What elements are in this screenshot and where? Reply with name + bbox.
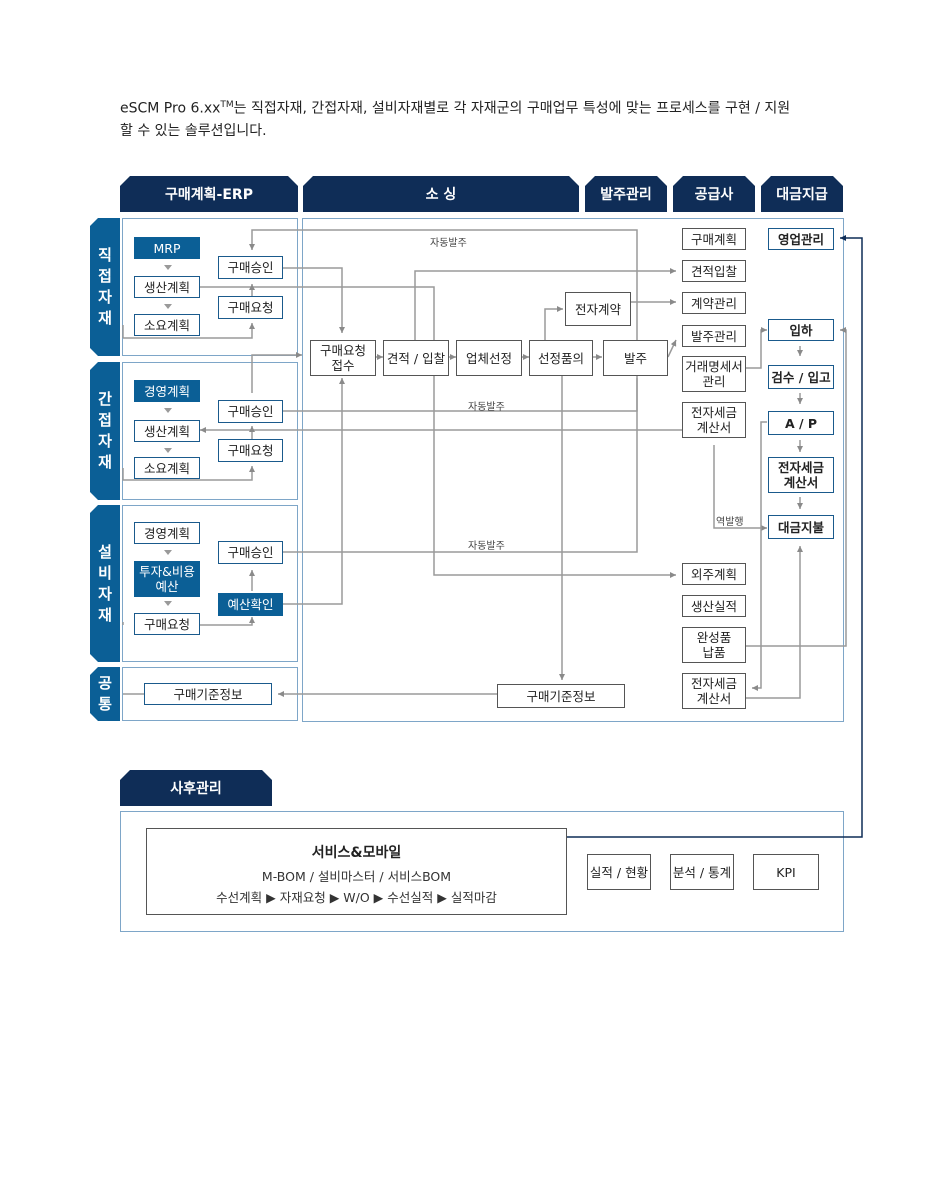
box-investment-budget: 투자&비용 예산 <box>134 561 200 597</box>
box-kpi: KPI <box>753 854 819 890</box>
panel-main <box>302 218 844 722</box>
label-auto-order-1: 자동발주 <box>430 238 467 249</box>
side-equipment: 설 비 자 재 <box>90 505 120 662</box>
aftercare-title: 서비스&모바일 <box>311 845 402 861</box>
box-results-status: 실적 / 현황 <box>587 854 651 890</box>
aftercare-line1: M-BOM / 설비마스터 / 서비스BOM <box>261 869 452 884</box>
side-direct: 직 접 자 재 <box>90 218 120 356</box>
intro-line1b: 는 직접자재, 간접자재, 설비자재별로 각 자재군의 구매업무 특성에 맞는 … <box>233 100 791 117</box>
aftercare-service-box <box>146 828 567 915</box>
header-order: 발주관리 <box>585 176 667 212</box>
box-equipment-management-plan: 경영계획 <box>134 522 200 544</box>
box-analysis-stats: 분석 / 통계 <box>670 854 734 890</box>
box-sales-management: 영업관리 <box>768 228 834 250</box>
box-supplier-outsourcing: 외주계획 <box>682 563 746 585</box>
box-request-receipt: 구매요청 접수 <box>310 340 376 376</box>
box-quote-bid: 견적 / 입찰 <box>383 340 449 376</box>
box-econtract: 전자계약 <box>565 292 631 326</box>
box-direct-request: 구매요청 <box>218 296 283 319</box>
side-common: 공 통 <box>90 667 120 721</box>
intro-line1a: eSCM Pro 6.xx <box>120 100 221 117</box>
box-mrp: MRP <box>134 237 200 259</box>
box-supplier-quote: 견적입찰 <box>682 260 746 282</box>
box-equipment-approval: 구매승인 <box>218 541 283 564</box>
header-plan: 구매계획-ERP <box>120 176 298 212</box>
box-supplier-tax-invoice-2: 전자세금 계산서 <box>682 673 746 709</box>
box-indirect-production-plan: 생산계획 <box>134 420 200 442</box>
side-indirect: 간 접 자 재 <box>90 362 120 500</box>
box-item-approval: 선정품의 <box>529 340 593 376</box>
header-sourcing: 소 싱 <box>303 176 579 212</box>
box-equipment-request: 구매요청 <box>134 613 200 635</box>
intro-text: eSCM Pro 6.xxTM는 직접자재, 간접자재, 설비자재별로 각 자재… <box>120 94 840 142</box>
box-indirect-approval: 구매승인 <box>218 400 283 423</box>
box-direct-production-plan: 생산계획 <box>134 276 200 298</box>
box-indirect-request: 구매요청 <box>218 439 283 462</box>
box-purchase-order: 발주 <box>603 340 668 376</box>
label-auto-order-2: 자동발주 <box>468 402 505 413</box>
box-vendor-selection: 업체선정 <box>456 340 522 376</box>
box-supplier-statement: 거래명세서 관리 <box>682 356 746 392</box>
box-supplier-contract: 계약관리 <box>682 292 746 314</box>
box-supplier-production: 생산실적 <box>682 595 746 617</box>
box-receiving: 입하 <box>768 319 834 341</box>
box-indirect-management-plan: 경영계획 <box>134 380 200 402</box>
box-budget-check: 예산확인 <box>218 593 283 616</box>
label-reverse-issue: 역발행 <box>716 517 744 528</box>
trademark: TM <box>220 100 234 110</box>
header-aftercare: 사후관리 <box>120 770 272 806</box>
label-auto-order-3: 자동발주 <box>468 541 505 552</box>
panel-equipment <box>122 505 298 662</box>
box-direct-requirement-plan: 소요계획 <box>134 314 200 336</box>
box-standard-info-right: 구매기준정보 <box>497 684 625 708</box>
box-inspection: 검수 / 입고 <box>768 365 834 389</box>
box-supplier-delivery: 완성품 납품 <box>682 627 746 663</box>
box-payment-tax-invoice: 전자세금 계산서 <box>768 457 834 493</box>
panel-indirect <box>122 362 298 500</box>
box-standard-info-left: 구매기준정보 <box>144 683 272 705</box>
box-supplier-plan: 구매계획 <box>682 228 746 250</box>
box-supplier-order: 발주관리 <box>682 325 746 347</box>
box-supplier-tax-invoice: 전자세금 계산서 <box>682 402 746 438</box>
aftercare-line2: 수선계획 ▶ 자재요청 ▶ W/O ▶ 수선실적 ▶ 실적마감 <box>216 890 497 905</box>
box-ap: A / P <box>768 411 834 435</box>
box-pay: 대금지불 <box>768 515 834 539</box>
box-indirect-requirement-plan: 소요계획 <box>134 457 200 479</box>
panel-aftercare <box>120 811 844 932</box>
header-supplier: 공급사 <box>673 176 755 212</box>
header-payment: 대금지급 <box>761 176 843 212</box>
box-direct-approval: 구매승인 <box>218 256 283 279</box>
intro-line2: 할 수 있는 솔루션입니다. <box>120 122 267 139</box>
